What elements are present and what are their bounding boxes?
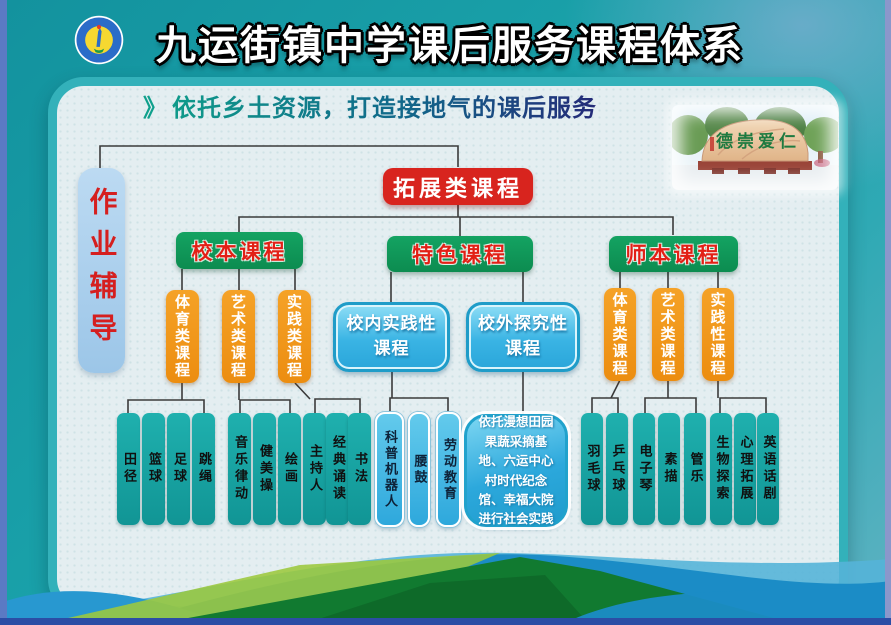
course-item-aerobics: 健美操 — [253, 413, 276, 525]
course-item-psychology-development: 心理拓展 — [734, 413, 756, 525]
course-item-badminton: 羽毛球 — [581, 413, 603, 525]
node-featured-courses: 特色课程 — [387, 236, 533, 272]
node-practice-courses-right: 实践性课程 — [702, 288, 734, 381]
course-item-track-field: 田径 — [117, 413, 140, 525]
course-item-science-robot: 科普机器人 — [375, 412, 404, 527]
course-item-english-drama: 英语话剧 — [757, 413, 779, 525]
course-item-hosting: 主持人 — [303, 413, 326, 525]
course-item-wind-music: 管乐 — [684, 413, 706, 525]
course-item-basketball: 篮球 — [142, 413, 165, 525]
node-teacher-based-courses: 师本课程 — [609, 236, 738, 272]
node-sports-courses-right: 体育类课程 — [604, 288, 636, 381]
subtitle: 》依托乡土资源，打造接地气的课后服务 — [143, 88, 597, 123]
right-border-stripe — [885, 0, 891, 625]
chevrons-icon: 》 — [143, 94, 168, 122]
course-item-football: 足球 — [167, 413, 190, 525]
node-sports-courses-left: 体育类课程 — [166, 290, 199, 383]
course-item-waist-drum: 腰鼓 — [408, 412, 430, 527]
course-item-calligraphy: 书法 — [348, 413, 371, 525]
course-item-biology-exploration: 生物探索 — [710, 413, 732, 525]
left-border-stripe — [0, 0, 7, 625]
node-expansion-courses: 拓展类课程 — [383, 168, 533, 205]
course-item-labor-education: 劳动教育 — [436, 412, 461, 527]
course-item-rope-skipping: 跳绳 — [192, 413, 215, 525]
node-homework-tutoring: 作业辅导 — [78, 168, 125, 373]
stone-inscription: 德崇爱仁 — [716, 131, 800, 152]
node-in-school-practical-courses: 校内实践性课程 — [333, 302, 450, 372]
course-item-table-tennis: 乒乓球 — [606, 413, 628, 525]
stone-photo-scene: 德崇爱仁 — [672, 105, 838, 190]
node-arts-courses-left: 艺术类课程 — [222, 290, 255, 383]
school-logo-icon — [74, 15, 124, 65]
course-item-sketching: 素描 — [658, 413, 680, 525]
campus-stone-photo: 德崇爱仁 — [672, 105, 838, 190]
course-item-classic-reading: 经典诵读 — [326, 413, 349, 525]
course-item-music-movement: 音乐律动 — [228, 413, 251, 525]
node-off-campus-inquiry-courses: 校外探究性课程 — [466, 302, 580, 372]
node-practice-courses-left: 实践类课程 — [278, 290, 311, 383]
poster-title: 九运街镇中学课后服务课程体系 — [156, 23, 744, 69]
bottom-border-stripe — [0, 618, 891, 625]
school-logo-badge — [73, 14, 125, 66]
node-school-based-courses: 校本课程 — [176, 232, 303, 269]
course-item-social-practice: 依托漫想田园果蔬采摘基地、六运中心村时代纪念馆、幸福大院进行社会实践 — [464, 414, 568, 527]
subtitle-text: 依托乡土资源，打造接地气的课后服务 — [172, 94, 597, 122]
course-item-painting: 绘画 — [278, 413, 301, 525]
course-item-electronic-keyboard: 电子琴 — [633, 413, 655, 525]
node-arts-courses-right: 艺术类课程 — [652, 288, 684, 381]
